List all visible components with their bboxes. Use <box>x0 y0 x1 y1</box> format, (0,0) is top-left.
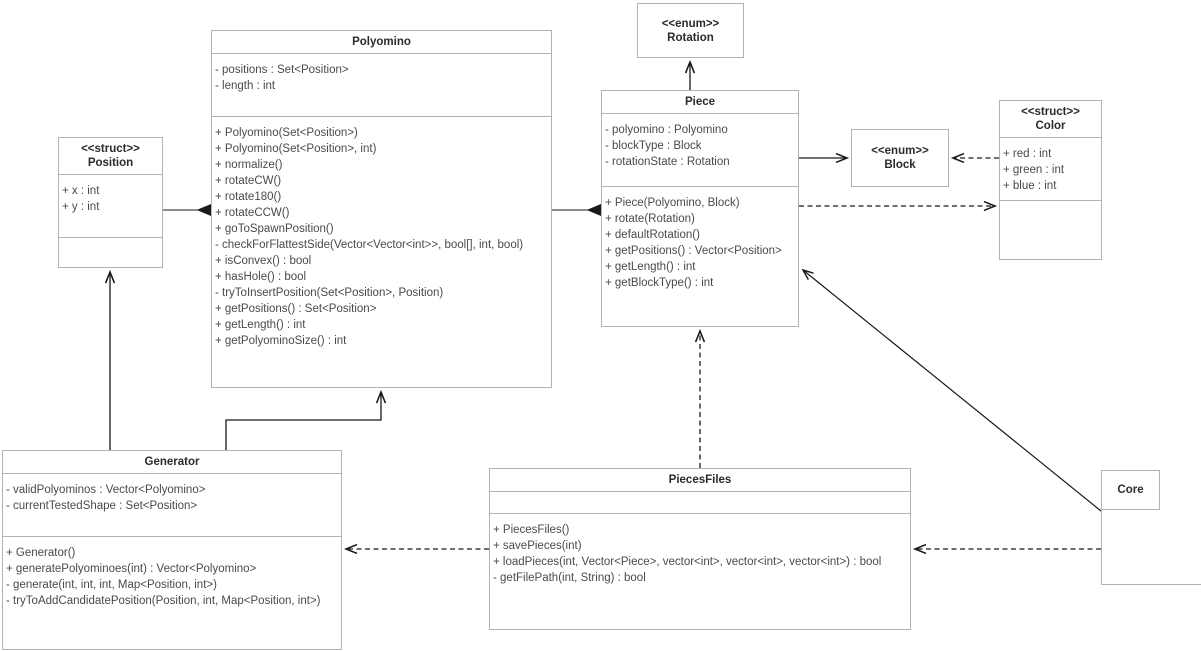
operation-item: - checkForFlattestSide(Vector<Vector<int… <box>215 239 524 251</box>
operation-item: + getPositions() : Set<Position> <box>215 303 377 315</box>
class-name-generator: Generator <box>144 456 200 468</box>
class-box-color[interactable]: <<struct>> Color + red : int + green : i… <box>999 100 1102 260</box>
attribute-item: - blockType : Block <box>605 140 702 152</box>
attribute-item: - polyomino : Polyomino <box>605 124 728 136</box>
attribute-item: - positions : Set<Position> <box>215 64 349 76</box>
class-operations-polyomino: + Polyomino(Set<Position>) + Polyomino(S… <box>212 116 551 387</box>
attribute-item: + blue : int <box>1003 180 1057 192</box>
operation-item: - getFilePath(int, String) : bool <box>493 572 646 584</box>
class-name-piece: Piece <box>684 96 716 108</box>
attribute-item: - rotationState : Rotation <box>605 156 730 168</box>
class-box-core[interactable]: Core <box>1101 470 1160 510</box>
class-stereotype-block: <<enum>> <box>871 145 929 157</box>
operation-item: + generatePolyominoes(int) : Vector<Poly… <box>6 563 257 575</box>
class-attributes-piece: - polyomino : Polyomino - blockType : Bl… <box>602 113 798 186</box>
class-title-position: <<struct>> Position <box>59 138 162 174</box>
class-box-piecesfiles[interactable]: PiecesFiles + PiecesFiles() + savePieces… <box>489 468 911 630</box>
operation-item: + defaultRotation() <box>605 229 700 241</box>
operation-item: - tryToInsertPosition(Set<Position>, Pos… <box>215 287 444 299</box>
class-stereotype-color: <<struct>> <box>1021 106 1080 118</box>
operation-item: + getBlockType() : int <box>605 277 714 289</box>
class-box-rotation[interactable]: <<enum>> Rotation <box>637 3 744 58</box>
class-name-block: Block <box>884 159 916 171</box>
class-box-block[interactable]: <<enum>> Block <box>851 129 949 187</box>
operation-item: + getLength() : int <box>215 319 306 331</box>
operation-item: + isConvex() : bool <box>215 255 312 267</box>
class-operations-position <box>59 237 162 267</box>
class-attributes-generator: - validPolyominos : Vector<Polyomino> - … <box>3 473 341 536</box>
class-name-polyomino: Polyomino <box>352 36 411 48</box>
class-name-rotation: Rotation <box>667 31 714 44</box>
class-operations-piece: + Piece(Polyomino, Block) + rotate(Rotat… <box>602 186 798 326</box>
operation-item: + savePieces(int) <box>493 540 582 552</box>
class-name-color: Color <box>1035 120 1066 132</box>
class-operations-generator: + Generator() + generatePolyominoes(int)… <box>3 536 341 649</box>
operation-item: + rotateCCW() <box>215 207 290 219</box>
class-attributes-position: + x : int + y : int <box>59 174 162 237</box>
class-title-piece: Piece <box>602 91 798 113</box>
operation-item: + rotateCW() <box>215 175 282 187</box>
operation-item: + getLength() : int <box>605 261 696 273</box>
class-operations-color <box>1000 200 1101 259</box>
class-name-core: Core <box>1117 484 1144 496</box>
operation-item: - tryToAddCandidatePosition(Position, in… <box>6 595 321 607</box>
attribute-item: + y : int <box>62 201 100 213</box>
class-title-block: <<enum>> Block <box>852 130 948 186</box>
operation-item: + Polyomino(Set<Position>) <box>215 127 358 139</box>
class-title-rotation: <<enum>> Rotation <box>638 4 743 57</box>
class-title-core: Core <box>1102 471 1159 509</box>
class-title-color: <<struct>> Color <box>1000 101 1101 137</box>
class-operations-piecesfiles: + PiecesFiles() + savePieces(int) + load… <box>490 513 910 629</box>
class-name-piecesfiles: PiecesFiles <box>668 474 732 486</box>
class-attributes-piecesfiles <box>490 491 910 513</box>
class-attributes-polyomino: - positions : Set<Position> - length : i… <box>212 53 551 116</box>
attribute-item: + green : int <box>1003 164 1065 176</box>
operation-item: + Generator() <box>6 547 76 559</box>
class-box-generator[interactable]: Generator - validPolyominos : Vector<Pol… <box>2 450 342 650</box>
class-body-core <box>1101 509 1201 585</box>
class-box-position[interactable]: <<struct>> Position + x : int + y : int <box>58 137 163 268</box>
class-stereotype-position: <<struct>> <box>81 143 140 155</box>
class-title-generator: Generator <box>3 451 341 473</box>
operation-item: + Piece(Polyomino, Block) <box>605 197 740 209</box>
class-name-position: Position <box>87 157 134 169</box>
operation-item: + Polyomino(Set<Position>, int) <box>215 143 377 155</box>
attribute-item: + x : int <box>62 185 100 197</box>
attribute-item: - currentTestedShape : Set<Position> <box>6 500 198 512</box>
class-attributes-color: + red : int + green : int + blue : int <box>1000 137 1101 200</box>
operation-item: + rotate(Rotation) <box>605 213 695 225</box>
class-box-piece[interactable]: Piece - polyomino : Polyomino - blockTyp… <box>601 90 799 327</box>
operation-item: + getPolyominoSize() : int <box>215 335 347 347</box>
class-title-piecesfiles: PiecesFiles <box>490 469 910 491</box>
operation-item: + rotate180() <box>215 191 282 203</box>
operation-item: + hasHole() : bool <box>215 271 307 283</box>
attribute-item: + red : int <box>1003 148 1052 160</box>
operation-item: + goToSpawnPosition() <box>215 223 334 235</box>
operation-item: + PiecesFiles() <box>493 524 570 536</box>
class-box-polyomino[interactable]: Polyomino - positions : Set<Position> - … <box>211 30 552 388</box>
operation-item: - generate(int, int, int, Map<Position, … <box>6 579 217 591</box>
attribute-item: - validPolyominos : Vector<Polyomino> <box>6 484 206 496</box>
class-title-polyomino: Polyomino <box>212 31 551 53</box>
operation-item: + getPositions() : Vector<Position> <box>605 245 782 257</box>
class-stereotype-rotation: <<enum>> <box>661 17 720 30</box>
edge-generator-polyomino <box>225 389 387 450</box>
operation-item: + normalize() <box>215 159 283 171</box>
operation-item: + loadPieces(int, Vector<Piece>, vector<… <box>493 556 882 568</box>
attribute-item: - length : int <box>215 80 276 92</box>
